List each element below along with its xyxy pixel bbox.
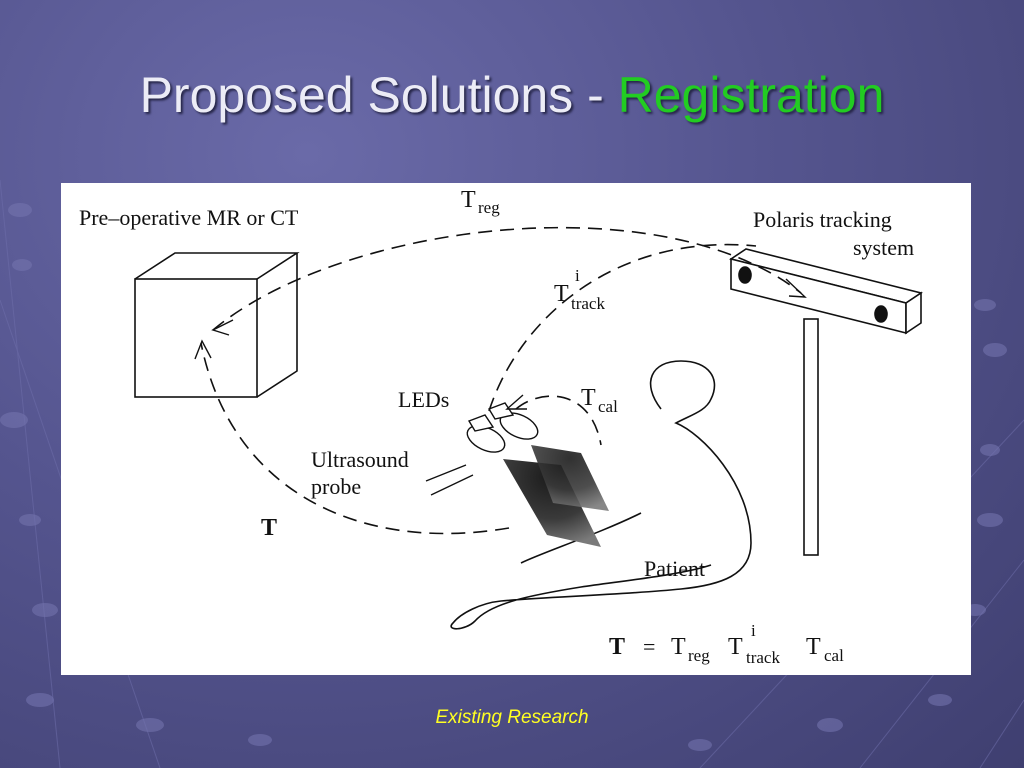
svg-text:reg: reg <box>478 198 500 217</box>
ultrasound-image-1 <box>503 459 601 547</box>
label-probe-1: Ultrasound <box>311 447 409 472</box>
transform-paths <box>200 226 802 535</box>
label-polaris-2: system <box>853 235 914 260</box>
ttrack-arc <box>488 243 757 412</box>
svg-text:track: track <box>746 648 780 667</box>
title-accent: Registration <box>617 67 885 123</box>
camera-lens-right <box>874 305 888 323</box>
label-patient: Patient <box>644 556 705 581</box>
svg-text:T: T <box>461 187 476 213</box>
svg-text:T: T <box>728 634 743 660</box>
svg-text:=: = <box>643 634 655 659</box>
patient-arm <box>520 512 642 564</box>
treg-arc <box>212 226 802 331</box>
patient-outline <box>450 360 752 630</box>
svg-text:reg: reg <box>688 646 710 665</box>
camera-lens-left <box>738 266 752 284</box>
label-polaris-1: Polaris tracking <box>753 207 892 232</box>
tracker-stand <box>803 318 819 556</box>
diagram-canvas: Pre–operative MR or CT Polaris tracking … <box>79 187 923 667</box>
title-main: Proposed Solutions - <box>139 67 618 123</box>
label-probe-2: probe <box>311 474 361 499</box>
label-ttrack: T i track <box>554 266 605 313</box>
svg-text:i: i <box>575 266 580 285</box>
transform-equation: T = T reg T i track T cal <box>609 621 844 667</box>
slide-title: Proposed Solutions - Registration <box>0 66 1024 124</box>
led-marker-2 <box>487 402 515 420</box>
ultrasound-image-2 <box>531 445 609 511</box>
label-treg: T reg <box>461 187 500 217</box>
ultrasound-probe <box>425 402 609 547</box>
svg-text:T: T <box>671 634 686 660</box>
svg-text:track: track <box>571 294 605 313</box>
label-tcal: T cal <box>581 385 618 416</box>
volume-cube <box>134 252 300 398</box>
label-preop: Pre–operative MR or CT <box>79 205 299 230</box>
svg-text:T: T <box>806 634 821 660</box>
arrowheads <box>194 278 807 410</box>
svg-text:cal: cal <box>598 397 618 416</box>
led-marker-1 <box>467 414 495 432</box>
svg-text:T: T <box>554 281 569 307</box>
svg-text:T: T <box>609 634 625 660</box>
label-leds: LEDs <box>398 387 449 412</box>
registration-diagram: Pre–operative MR or CT Polaris tracking … <box>61 183 971 675</box>
polaris-tracker <box>729 248 923 556</box>
svg-text:T: T <box>581 385 596 411</box>
svg-text:i: i <box>751 621 756 640</box>
t-arc <box>200 342 510 535</box>
slide-footer: Existing Research <box>435 707 589 728</box>
tcal-arc <box>515 395 602 446</box>
label-t: T <box>261 515 277 541</box>
svg-text:cal: cal <box>824 646 844 665</box>
